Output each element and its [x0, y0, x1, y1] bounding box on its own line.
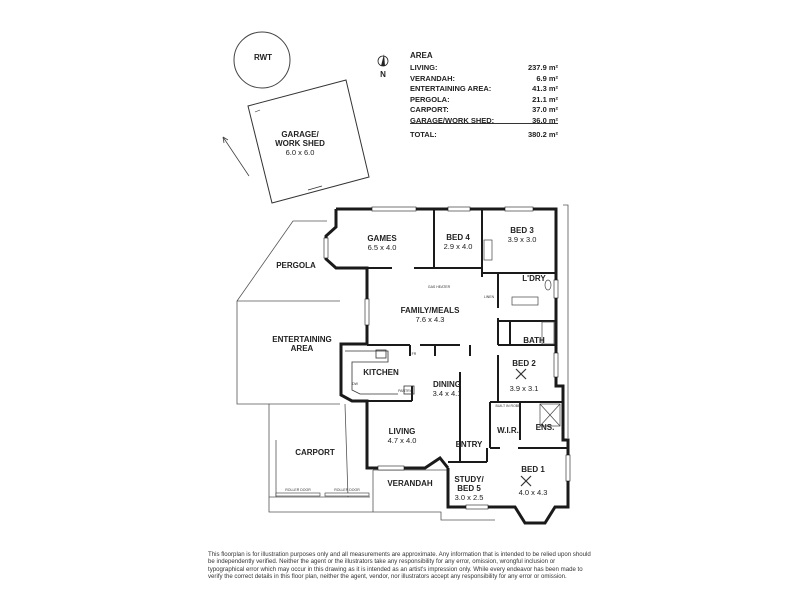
gas-heater-label: GAS HEATER [428, 285, 451, 289]
area-total-name: TOTAL: [410, 129, 437, 139]
bed4-name: BED 4 [446, 233, 470, 242]
area-row-name: ENTERTAINING AREA: [410, 84, 492, 94]
verandah-name: VERANDAH [387, 479, 433, 488]
floor-plan-drawing: RWT N GARAGE/ WORK SHED 6.0 x 6.0 ROLLER… [222, 31, 571, 525]
area-total-row: TOTAL: 380.2 m² [410, 127, 558, 141]
study-name-1: STUDY/ [454, 475, 484, 484]
area-row: VERANDAH: 6.9 m² [410, 74, 558, 85]
disclaimer-text: This floorplan is for illustration purpo… [208, 551, 591, 580]
study-dims: 3.0 x 2.5 [455, 493, 484, 502]
area-table: LIVING: 237.9 m² VERANDAH: 6.9 m² ENTERT… [410, 63, 558, 140]
area-row: GARAGE/WORK SHED: 36.0 m² [410, 116, 558, 127]
linen-label: LINEN [484, 295, 495, 299]
laundry-name: L'DRY [522, 274, 546, 283]
games-name: GAMES [367, 234, 397, 243]
garage-outline [247, 79, 370, 204]
living-name: LIVING [389, 427, 416, 436]
bed4-dims: 2.9 x 4.0 [444, 242, 473, 251]
pantry-label: PANTRY [398, 389, 413, 393]
house-internal-walls [367, 209, 568, 463]
ensuite-name: ENS. [536, 423, 555, 432]
area-row-name: PERGOLA: [410, 94, 450, 104]
garage-name-1: GARAGE/ [281, 130, 319, 139]
pergola-name: PERGOLA [276, 261, 316, 270]
entry-name: ENTRY [456, 440, 483, 449]
bed1-name: BED 1 [521, 465, 545, 474]
area-row-value: 37.0 m² [532, 105, 558, 115]
entertaining-name-2: AREA [291, 344, 314, 353]
family-meals-name: FAMILY/MEALS [401, 306, 460, 315]
area-row-value: 41.3 m² [532, 84, 558, 94]
carport-name: CARPORT [295, 448, 335, 457]
arrow-icon [222, 136, 250, 177]
area-title: AREA [410, 51, 433, 60]
garage-name-2: WORK SHED [275, 139, 325, 148]
area-row-value: 237.9 m² [527, 63, 558, 72]
bed2-dims: 3.9 x 3.1 [510, 384, 539, 393]
dining-dims: 3.4 x 4.1 [433, 389, 462, 398]
kitchen-name: KITCHEN [363, 368, 399, 377]
bed1-dims: 4.0 x 4.3 [519, 488, 548, 497]
entertaining-name-1: ENTERTAINING [272, 335, 331, 344]
north-label: N [380, 70, 386, 79]
area-row: LIVING: 237.9 m² [410, 63, 558, 74]
kitchen-benches [345, 349, 415, 395]
area-divider [410, 123, 558, 124]
roller-door-label-1: ROLLER DOOR [285, 488, 311, 492]
area-row-name: GARAGE/WORK SHED: [410, 115, 495, 125]
wir-name: W.I.R. [497, 426, 519, 435]
garage-dims: 6.0 x 6.0 [286, 148, 315, 157]
dining-name: DINING [433, 380, 461, 389]
games-dims: 6.5 x 4.0 [368, 243, 397, 252]
study-name-2: BED 5 [457, 484, 481, 493]
fridge-label: FR [412, 352, 417, 356]
area-row-name: VERANDAH: [410, 73, 455, 83]
area-row-name: CARPORT: [410, 105, 449, 115]
area-row-value: 21.1 m² [532, 94, 558, 104]
bed3-dims: 3.9 x 3.0 [508, 235, 537, 244]
area-row-value: 36.0 m² [532, 115, 558, 125]
bath-name: BATH [523, 336, 545, 345]
area-row-value: 6.9 m² [536, 73, 558, 83]
area-row-name: LIVING: [410, 63, 438, 72]
bath-fixtures [483, 239, 561, 427]
bed2-name: BED 2 [512, 359, 536, 368]
rwt-label: RWT [254, 53, 272, 62]
area-row: CARPORT: 37.0 m² [410, 105, 558, 116]
built-in-robe-label: BUILT IN ROBE [496, 404, 522, 408]
living-dims: 4.7 x 4.0 [388, 436, 417, 445]
area-total-value: 380.2 m² [527, 129, 558, 139]
north-arrow-icon [377, 54, 389, 67]
roller-door-label-2: ROLLER DOOR [334, 488, 360, 492]
area-row: PERGOLA: 21.1 m² [410, 95, 558, 106]
area-row: ENTERTAINING AREA: 41.3 m² [410, 84, 558, 95]
family-meals-dims: 7.6 x 4.3 [416, 315, 445, 324]
ceiling-fan-icon [515, 368, 532, 487]
windows [323, 206, 571, 510]
dishwasher-label: DW [352, 382, 359, 386]
roller-doors [275, 492, 370, 497]
bed3-name: BED 3 [510, 226, 534, 235]
rainwater-tank-outline [233, 31, 291, 89]
